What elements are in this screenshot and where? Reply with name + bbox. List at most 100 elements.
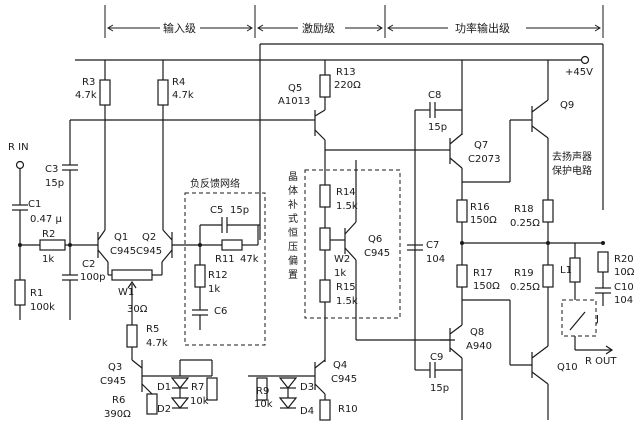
- c3-label: C3: [45, 164, 58, 175]
- q5-type: A1013: [278, 96, 310, 107]
- r14-value: 1.5k: [336, 201, 358, 212]
- r4-label: R4: [172, 77, 185, 88]
- r17-label: R17: [473, 268, 493, 279]
- d2-label: D2: [157, 404, 171, 415]
- bias-char-3: 式: [288, 212, 298, 225]
- c9-value: 15p: [430, 383, 449, 394]
- supply-rails: +45V: [75, 43, 604, 240]
- c3-value: 15p: [45, 178, 64, 189]
- current-source: Q3 C945 R6 390Ω D1 D2 R7 10k: [100, 359, 218, 420]
- r9-label: R9: [256, 386, 269, 397]
- c10-label: C10: [614, 282, 634, 293]
- w1-label: W1: [118, 287, 134, 298]
- r12-label: R12: [208, 270, 228, 281]
- c10-value: 104: [614, 295, 633, 306]
- q5-label: Q5: [288, 83, 302, 94]
- bias-char-1: 体: [288, 185, 298, 197]
- bias-char-7: 置: [288, 269, 298, 281]
- r6-value: 390Ω: [104, 409, 131, 420]
- input-terminal: [15, 160, 25, 170]
- d4-diode: [278, 397, 298, 409]
- c2-value: 100p: [80, 272, 105, 283]
- r19-resistor: [542, 264, 554, 288]
- r12-value: 1k: [208, 284, 220, 295]
- section-driver-label: 激励级: [302, 21, 335, 35]
- q4-label: Q4: [333, 360, 347, 371]
- q3-type: C945: [100, 376, 126, 387]
- bias-char-4: 恒: [288, 226, 298, 239]
- r2-label: R2: [42, 229, 55, 240]
- d2-diode: [170, 397, 190, 409]
- protect-label-2: 保护电路: [552, 164, 592, 177]
- bias-char-2: 补: [288, 198, 298, 211]
- r9-value: 10k: [254, 399, 273, 410]
- r6-label: R6: [112, 395, 125, 406]
- c2-label: C2: [82, 259, 95, 270]
- bias-char-6: 偏: [288, 254, 298, 267]
- r12-resistor: [194, 264, 206, 288]
- vas-stage: R10 Q4 C945 R9 10k D3 D4: [248, 355, 358, 421]
- r11-value: 47k: [240, 254, 259, 265]
- input-label: R IN: [8, 142, 29, 153]
- r3-resistor: [99, 79, 111, 106]
- q4-type: C945: [331, 374, 357, 385]
- driver-stage: R13 220Ω Q5 A1013: [278, 60, 440, 151]
- q1-type: C945: [110, 246, 136, 257]
- r15-value: 1.5k: [336, 296, 358, 307]
- w1-value: 30Ω: [127, 304, 148, 315]
- section-header: 输入级 激励级 功率输出级: [104, 5, 604, 38]
- r15-label: R15: [336, 282, 356, 293]
- d1-label: D1: [157, 382, 171, 393]
- r19-label: R19: [514, 268, 534, 279]
- r14-label: R14: [336, 187, 356, 198]
- r17-resistor: [456, 264, 468, 288]
- r15-resistor: [319, 279, 331, 303]
- input-stage: R3 4.7k R4 4.7k Q1 C945 Q2 C945 W1 30Ω R: [75, 60, 195, 360]
- r2-value: 1k: [42, 254, 54, 265]
- q2-type: C945: [136, 246, 162, 257]
- q8-label: Q8: [470, 327, 484, 338]
- r13-value: 220Ω: [334, 80, 361, 91]
- output-stage: C8 15p C7 104 Q7 C2073 R16 150Ω R17 150Ω…: [407, 60, 635, 420]
- protect-label-1: 去扬声器: [552, 150, 592, 163]
- l1-label: L1: [560, 265, 572, 276]
- r3-label: R3: [82, 77, 95, 88]
- c8-label: C8: [428, 90, 441, 101]
- c1-label: C1: [28, 199, 41, 210]
- bias-char-0: 晶: [288, 171, 298, 183]
- d3-label: D3: [300, 382, 314, 393]
- r6-resistor: [146, 393, 158, 415]
- output-label: R OUT: [585, 356, 617, 367]
- r11-label: R11: [215, 254, 235, 265]
- r20-value: 10Ω: [614, 267, 635, 278]
- r17-value: 150Ω: [473, 281, 500, 292]
- bias-char-5: 压: [288, 241, 298, 253]
- c6-label: C6: [214, 306, 227, 317]
- q3-label: Q3: [108, 362, 122, 373]
- r1-resistor: [14, 279, 26, 306]
- q7-type: C2073: [468, 154, 500, 165]
- r14-resistor: [319, 184, 331, 208]
- q8-type: A940: [466, 341, 492, 352]
- r4-value: 4.7k: [172, 90, 194, 101]
- w2-potentiometer: [319, 227, 331, 251]
- c5-value: 15p: [230, 205, 249, 216]
- r18-label: R18: [514, 204, 534, 215]
- r3-value: 4.7k: [75, 90, 97, 101]
- r5-value: 4.7k: [146, 338, 168, 349]
- feedback-network: 负反馈网络 R11 47k C5 15p R12 1k C6: [184, 177, 266, 346]
- r20-resistor: [597, 251, 609, 273]
- bias-network: 晶 体 补 式 恒 压 偏 置 R14 1.5k W2 1k R15 1.5k …: [288, 150, 455, 355]
- d3-diode: [278, 377, 298, 389]
- r11-resistor: [221, 239, 243, 251]
- d1-diode: [170, 377, 190, 389]
- r1-value: 100k: [30, 302, 55, 313]
- c5-label: C5: [210, 205, 223, 216]
- r20-label: R20: [614, 254, 634, 265]
- r9-resistor: [256, 377, 268, 401]
- c7-value: 104: [426, 254, 445, 265]
- w1-potentiometer: [111, 269, 153, 281]
- r10-resistor: [319, 399, 331, 421]
- r7-resistor: [206, 377, 218, 401]
